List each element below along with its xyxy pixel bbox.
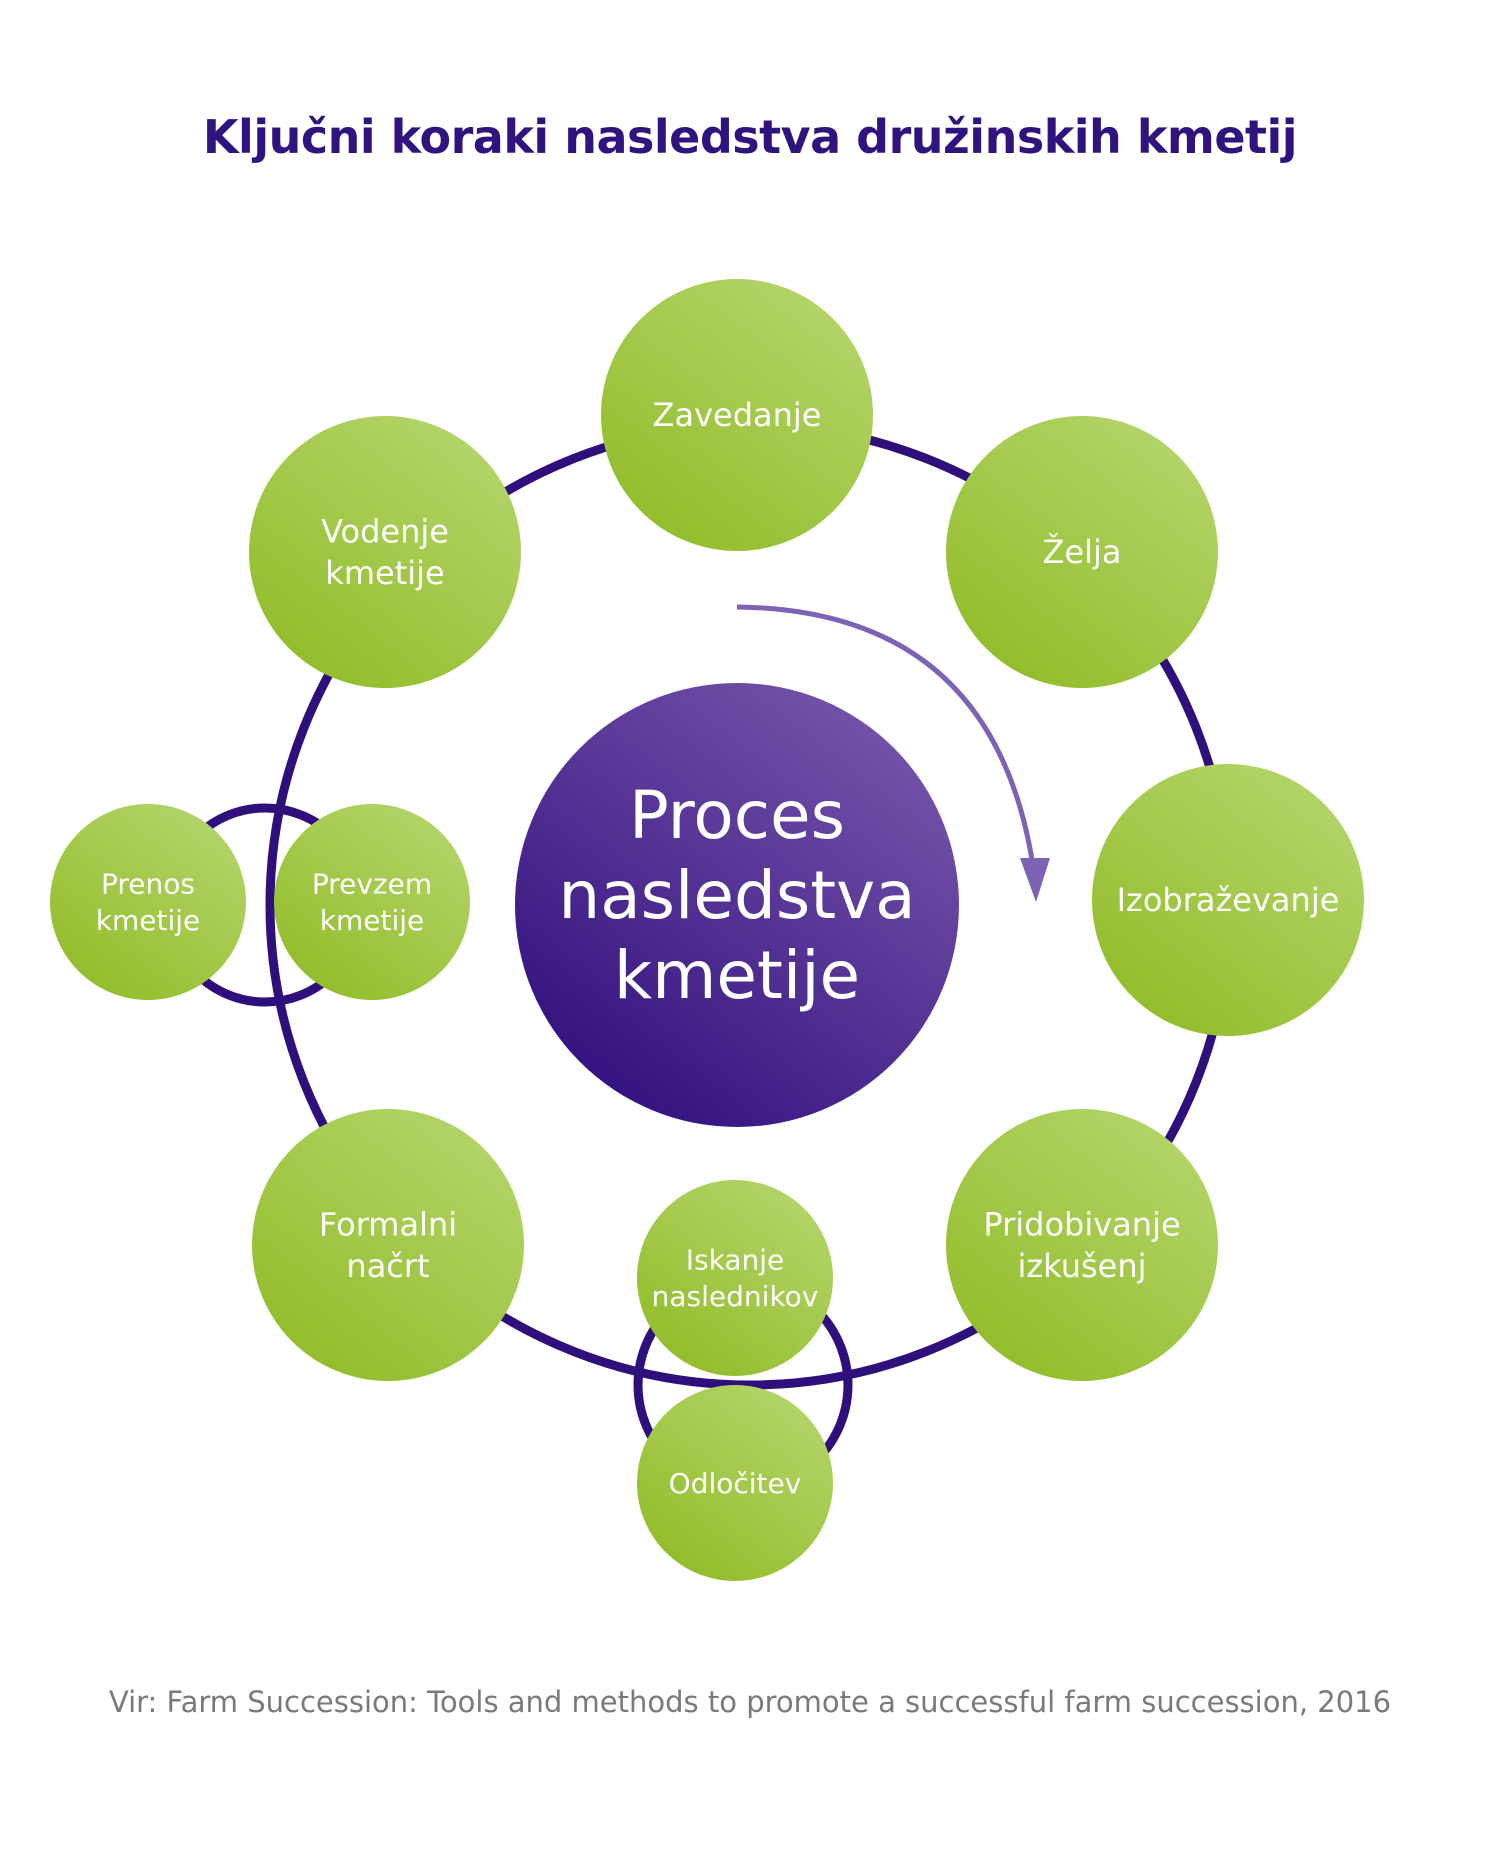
step-label-iskanje-naslednikov-line-1: Iskanje	[686, 1244, 784, 1277]
step-label-prevzem-kmetije-line-1: Prevzem	[312, 868, 432, 901]
step-circle-prenos-kmetije	[50, 804, 246, 1000]
step-circle-formalni-nacrt	[252, 1109, 524, 1381]
step-circle-zelja	[946, 416, 1218, 688]
source-citation: Vir: Farm Succession: Tools and methods …	[108, 1685, 1392, 1719]
step-circle-pridobivanje-izkusenj	[946, 1109, 1218, 1381]
step-node-zavedanje: Zavedanje	[601, 279, 873, 551]
direction-arrowhead	[1020, 858, 1050, 902]
step-circle-odlocitev	[637, 1385, 833, 1581]
step-node-formalni-nacrt: Formalni načrt	[252, 1109, 524, 1381]
step-label-zelja-line-1: Želja	[1043, 533, 1122, 571]
step-label-odlocitev-line-1: Odločitev	[669, 1467, 802, 1500]
step-label-formalni-nacrt-line-2: načrt	[346, 1247, 429, 1285]
center-process-node: Proces nasledstva kmetije	[515, 683, 959, 1127]
step-label-izobrazevanje-line-1: Izobraževanje	[1117, 881, 1340, 919]
step-node-zelja: Želja	[946, 416, 1218, 688]
step-circle-vodenje-kmetije	[249, 416, 521, 688]
center-label-line-3: kmetije	[614, 937, 860, 1014]
center-circle	[515, 683, 959, 1127]
step-label-vodenje-kmetije-line-2: kmetije	[325, 554, 444, 592]
center-label-line-2: nasledstva	[558, 857, 915, 934]
direction-arrow	[736, 604, 1038, 881]
step-label-prevzem-kmetije-line-2: kmetije	[320, 904, 424, 937]
step-circle-prevzem-kmetije	[274, 804, 470, 1000]
step-node-pridobivanje-izkusenj: Pridobivanje izkušenj	[946, 1109, 1218, 1381]
diagram-title: Ključni koraki nasledstva družinskih kme…	[202, 110, 1298, 164]
step-label-pridobivanje-izkusenj-line-2: izkušenj	[1017, 1247, 1146, 1285]
step-label-zavedanje-line-1: Zavedanje	[653, 396, 822, 434]
step-circle-zavedanje	[601, 279, 873, 551]
step-label-prenos-kmetije-line-2: kmetije	[96, 904, 200, 937]
step-label-iskanje-naslednikov-line-2: naslednikov	[652, 1280, 819, 1313]
step-label-prenos-kmetije-line-1: Prenos	[101, 868, 195, 901]
step-circle-iskanje-naslednikov	[637, 1180, 833, 1376]
step-node-odlocitev: Odločitev	[637, 1385, 833, 1581]
step-node-izobrazevanje: Izobraževanje	[1092, 764, 1364, 1036]
step-circle-izobrazevanje	[1092, 764, 1364, 1036]
step-label-vodenje-kmetije-line-1: Vodenje	[321, 512, 449, 550]
center-label-line-1: Proces	[629, 777, 845, 854]
step-label-pridobivanje-izkusenj-line-1: Pridobivanje	[983, 1205, 1180, 1243]
step-node-vodenje-kmetije: Vodenje kmetije	[249, 416, 521, 688]
step-label-formalni-nacrt-line-1: Formalni	[319, 1205, 457, 1243]
